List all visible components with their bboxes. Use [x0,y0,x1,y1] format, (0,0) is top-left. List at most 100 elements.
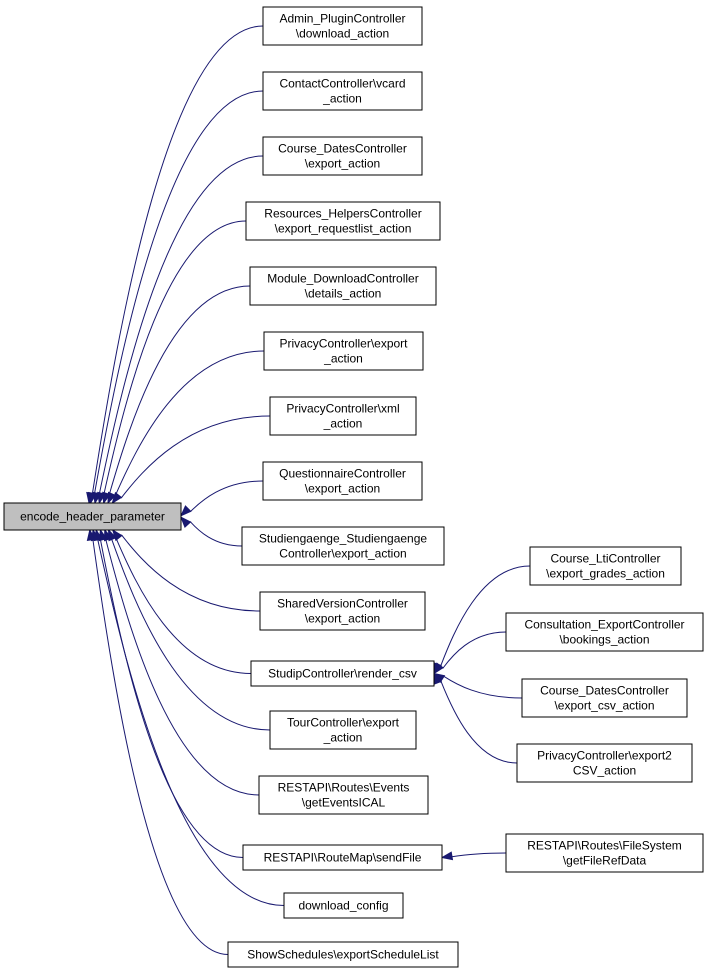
node-restapi-routemap-sendfile[interactable]: RESTAPI\RouteMap\sendFile [242,844,443,871]
node-label-line: CSV_action [573,764,636,778]
node-box [245,201,441,241]
node-box [262,461,423,501]
node-label-line: Resources_HelpersController [264,207,421,221]
edge-line [114,350,265,497]
node-box [521,678,688,718]
node-box [516,743,693,783]
node-box [505,833,704,873]
node-box [259,591,426,631]
node-label-line: \bookings_action [559,633,649,647]
node-label-line: encode_header_parameter [20,510,165,524]
edge-line [94,90,264,494]
edge-line [189,480,264,513]
edge-line [440,565,531,667]
node-label-line: RESTAPI\RouteMap\sendFile [264,851,422,865]
node-label-line: ContactController\vcard [279,77,405,91]
node-box [250,660,435,687]
node-label-line: _action [323,352,363,366]
node-box [249,266,437,306]
node-course-datescontroller-export-csv-action[interactable]: Course_DatesController\export_csv_action [521,678,688,718]
edge-arrowhead [179,505,192,517]
node-box [529,546,682,586]
edge-arrowhead [111,491,123,505]
node-label-line: \export_action [305,157,380,171]
edge-arrowhead [111,528,123,542]
node-box [258,775,429,815]
node-box [3,502,182,531]
edge-line [98,155,264,495]
node-label-line: _action [323,731,363,745]
node-course-datescontroller-export-action[interactable]: Course_DatesController\export_action [262,136,423,176]
edge-arrowhead [107,491,117,505]
node-label-line: \download_action [296,27,389,41]
node-label-line: \export_action [305,612,380,626]
node-label-line: \getFileRefData [563,854,647,868]
node-label-line: \export_grades_action [546,567,665,581]
node-tourcontroller-export-action[interactable]: TourController\export_action [269,710,417,750]
edge-arrowhead [180,516,192,528]
edge-line [110,537,271,731]
node-privacycontroller-export-action[interactable]: PrivacyController\export_action [263,331,424,371]
node-label-line: StudipController\render_csv [268,667,417,681]
edge-line [121,534,261,612]
node-box [269,710,417,750]
node-box [262,136,423,176]
graph-edges [86,25,531,955]
node-box [505,612,704,652]
edge-line [103,220,247,495]
node-label-line: SharedVersionController [277,597,408,611]
node-label-line: Course_DatesController [278,142,407,156]
node-showschedules-exportschedulelist[interactable]: ShowSchedules\exportScheduleList [227,941,459,968]
graph-nodes: encode_header_parameter Admin_PluginContr… [3,6,704,968]
node-label-line: Module_DownloadController [267,272,418,286]
node-module-downloadcontroller-details-action[interactable]: Module_DownloadController\details_action [249,266,437,306]
node-contactcontroller-vcard-action[interactable]: ContactController\vcard_action [262,71,423,111]
node-label-line: Course_LtiController [550,552,660,566]
edge-arrowhead [433,662,444,675]
node-label-line: _action [322,92,362,106]
node-box [283,892,404,919]
node-label-line: TourController\export [287,716,400,730]
node-admin-plugincontroller-download-action[interactable]: Admin_PluginController\download_action [262,6,423,46]
node-box [227,941,459,968]
node-sharedversioncontroller-export-action[interactable]: SharedVersionController\export_action [259,591,426,631]
node-label-line: \export_csv_action [554,699,654,713]
node-studipcontroller-render-csv[interactable]: StudipController\render_csv [250,660,435,687]
edge-arrowhead [440,851,454,861]
edge-line [443,675,523,699]
node-label-line: PrivacyController\export [279,337,408,351]
node-encode-header-parameter[interactable]: encode_header_parameter [3,502,182,531]
node-label-line: Course_DatesController [540,684,669,698]
node-label-line: _action [323,417,363,431]
edge-line [105,538,260,796]
node-label-line: \getEventsICAL [302,796,386,810]
node-studiengaenge-studiengaengecontroller-export-action[interactable]: Studiengaenge_StudiengaengeController\ex… [241,526,445,566]
node-restapi-routes-events-geteventsical[interactable]: RESTAPI\Routes\Events\getEventsICAL [258,775,429,815]
edge-line [120,415,271,499]
edge-line [442,631,507,669]
edge-line [108,285,251,495]
node-label-line: PrivacyController\xml [286,402,399,416]
node-privacycontroller-xml-action[interactable]: PrivacyController\xml_action [269,396,417,436]
node-consultation-exportcontroller-bookings-action[interactable]: Consultation_ExportController\bookings_a… [505,612,704,652]
edge-line [92,539,229,955]
node-label-line: PrivacyController\export2 [537,749,672,763]
edge-line [440,680,518,764]
node-box [241,526,445,566]
node-label-line: Admin_PluginController [279,12,405,26]
node-questionnairecontroller-export-action[interactable]: QuestionnaireController\export_action [262,461,423,501]
node-download-config[interactable]: download_config [283,892,404,919]
edge-line [91,25,264,494]
node-box [262,6,423,46]
node-course-lticontroller-export-grades-action[interactable]: Course_LtiController\export_grades_actio… [529,546,682,586]
node-resources-helperscontroller-export-requestlist-action[interactable]: Resources_HelpersController\export_reque… [245,201,441,241]
node-label-line: QuestionnaireController [279,467,406,481]
node-restapi-routes-filesystem-getfilerefdata[interactable]: RESTAPI\Routes\FileSystem\getFileRefData [505,833,704,873]
node-box [242,844,443,871]
edge-line [99,539,244,858]
node-box [269,396,417,436]
node-box [263,331,424,371]
node-label-line: ShowSchedules\exportScheduleList [247,948,439,962]
